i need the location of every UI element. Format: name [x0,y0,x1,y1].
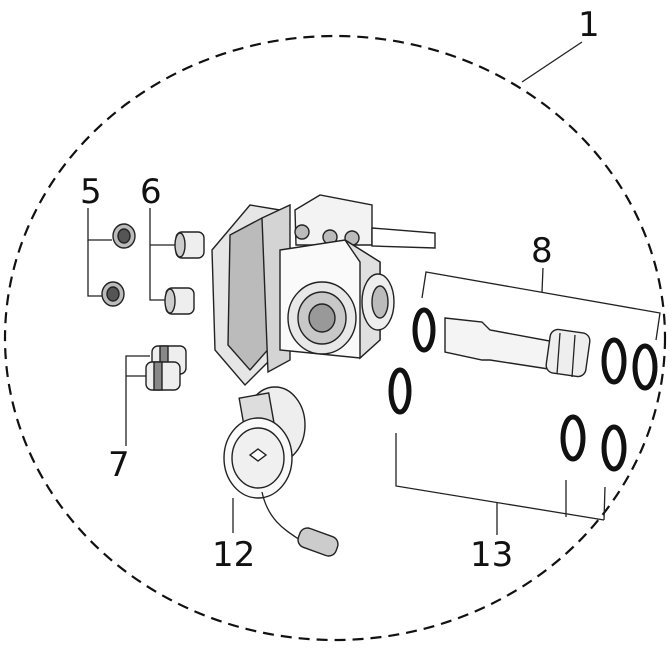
spool-groove [556,332,561,375]
leader-5b [87,240,102,297]
callout-12: 12 [212,535,255,575]
callout-5: 5 [80,172,102,212]
leader-5 [87,208,112,241]
connector-part-12 [223,386,339,557]
leader-8 [541,267,544,293]
callout-13: 13 [470,535,513,575]
nipple-part-6 [164,231,205,315]
spool-groove [571,334,576,378]
callout-8: 8 [531,231,553,271]
pump-body [211,194,436,387]
leader-7 [125,355,150,446]
leader-6 [149,208,165,301]
oring-part-13 [388,367,627,472]
bracket-8 [421,271,661,341]
bracket-13c [603,486,606,521]
assembly-boundary [3,34,667,642]
leader-1 [521,41,583,83]
callout-6: 6 [140,172,162,212]
connector-cable [261,491,301,541]
nipple-part-7 [145,345,187,391]
callout-1: 1 [578,5,600,45]
bracket-13 [395,433,605,521]
callout-7: 7 [108,445,130,485]
cap-part-5 [101,223,136,307]
spool-part-8 [412,307,658,391]
